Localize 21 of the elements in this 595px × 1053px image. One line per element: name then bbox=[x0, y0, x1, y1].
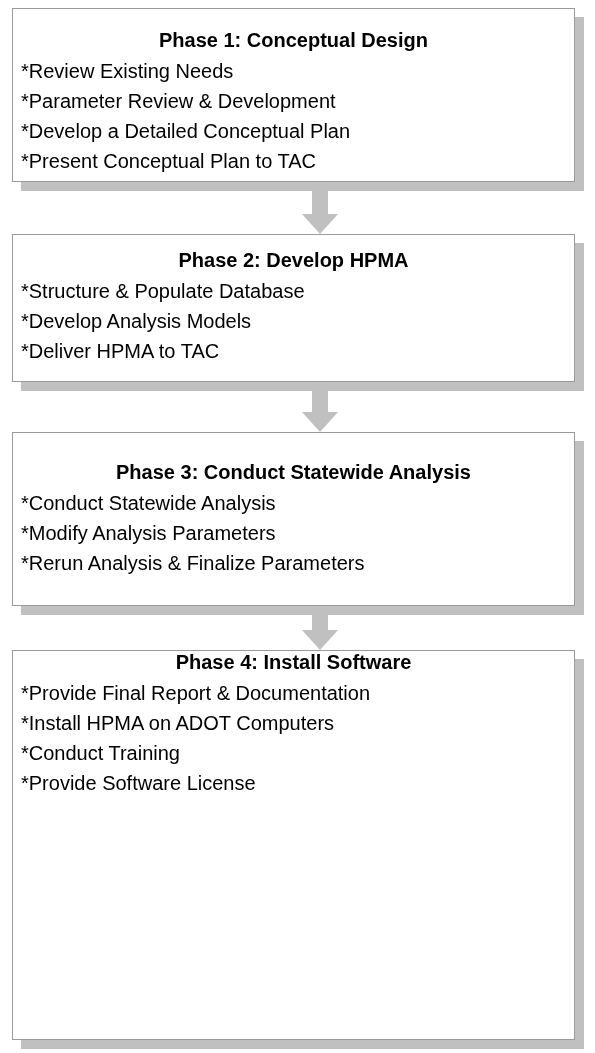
phase-heading: Phase 2: Develop HPMA bbox=[177, 249, 410, 272]
task-item: *Structure & Populate Database bbox=[21, 279, 306, 304]
task-item: *Develop Analysis Models bbox=[21, 309, 253, 334]
task-item: *Provide Final Report & Documentation bbox=[21, 681, 372, 706]
task-item: *Rerun Analysis & Finalize Parameters bbox=[21, 551, 366, 576]
task-item: *Parameter Review & Development bbox=[21, 89, 337, 114]
task-item: *Deliver HPMA to TAC bbox=[21, 339, 221, 364]
phase-heading: Phase 4: Install Software bbox=[174, 651, 413, 674]
block-arrow bbox=[302, 191, 338, 234]
task-item: *Conduct Training bbox=[21, 741, 181, 766]
task-item: *Provide Software License bbox=[21, 771, 257, 796]
phase-heading: Phase 1: Conceptual Design bbox=[158, 29, 429, 52]
phase-heading: Phase 3: Conduct Statewide Analysis bbox=[115, 461, 472, 484]
task-item: *Conduct Statewide Analysis bbox=[21, 491, 277, 516]
task-item: *Develop a Detailed Conceptual Plan bbox=[21, 119, 352, 144]
task-item: *Modify Analysis Parameters bbox=[21, 521, 277, 546]
task-item: *Present Conceptual Plan to TAC bbox=[21, 149, 317, 174]
task-item: *Review Existing Needs bbox=[21, 59, 235, 84]
block-arrow bbox=[302, 391, 338, 432]
task-item: *Install HPMA on ADOT Computers bbox=[21, 711, 336, 736]
block-arrow bbox=[302, 615, 338, 650]
